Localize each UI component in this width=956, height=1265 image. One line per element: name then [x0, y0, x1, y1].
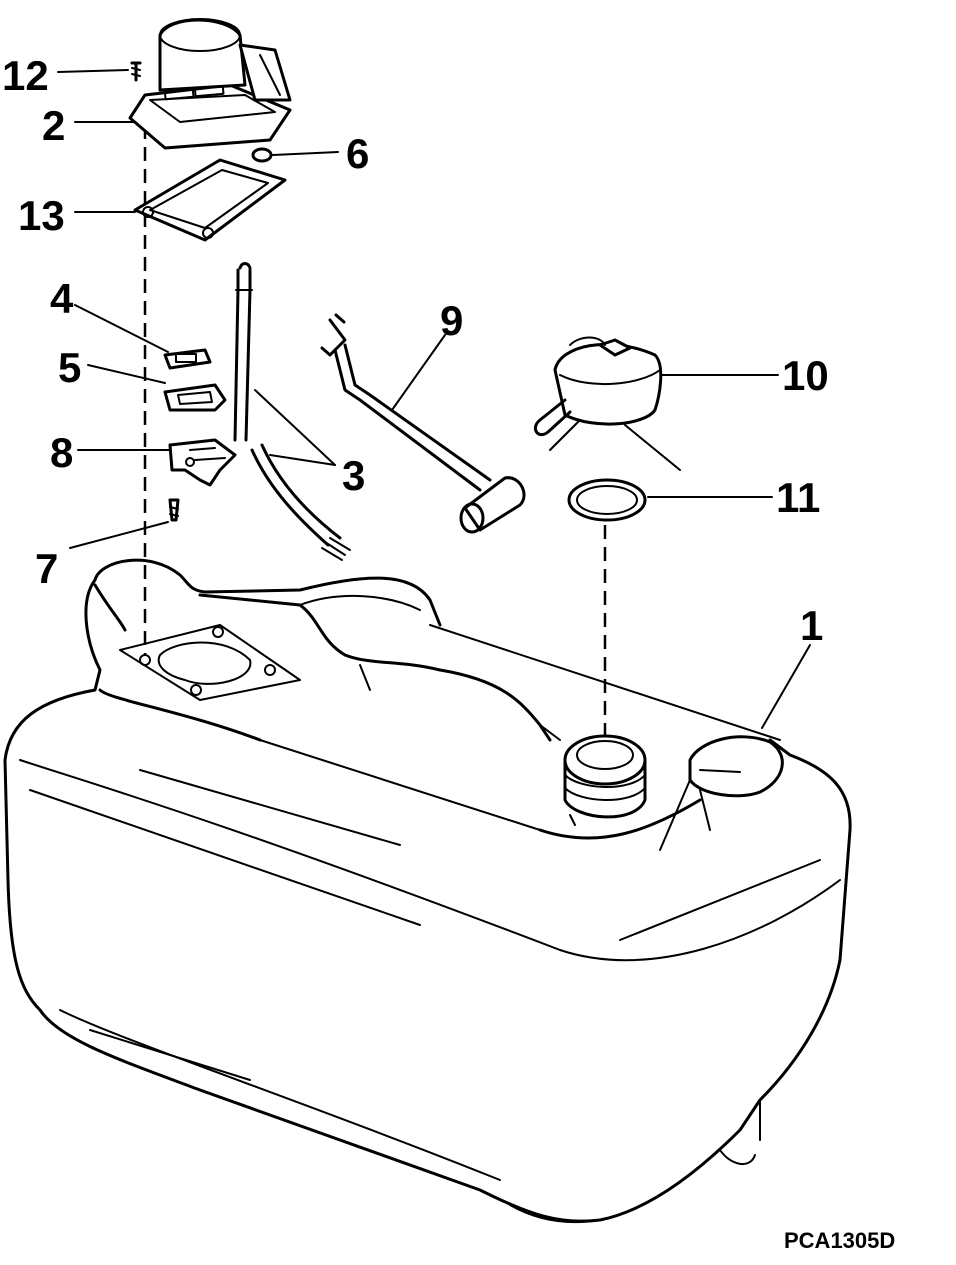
pickup-tube-3: [233, 262, 351, 561]
part-4-plate: [163, 348, 212, 370]
label-10: 10: [782, 352, 829, 399]
label-6: 6: [346, 130, 369, 177]
label-11: 11: [776, 474, 820, 521]
label-7: 7: [35, 545, 58, 592]
screw-7: [168, 498, 180, 522]
leader-lines: [57, 69, 811, 729]
screw-12: [130, 61, 142, 82]
part-5-seal: [163, 383, 227, 412]
figure-code: PCA1305D: [784, 1228, 895, 1253]
label-12: 12: [2, 52, 49, 99]
gasket-13: [133, 158, 287, 242]
fuel-tank: [3, 558, 852, 1224]
filler-cap-10: [534, 336, 681, 471]
cap-gasket-11: [567, 478, 647, 522]
label-8: 8: [50, 429, 73, 476]
part-8-clip: [168, 438, 237, 487]
label-9: 9: [440, 297, 463, 344]
label-1: 1: [800, 602, 823, 649]
fuel-gauge-float-9: [320, 313, 526, 534]
label-4: 4: [50, 275, 74, 322]
o-ring-6: [251, 147, 273, 163]
label-3: 3: [342, 452, 365, 499]
fuel-pickup-housing: [128, 18, 292, 150]
label-2: 2: [42, 102, 65, 149]
label-5: 5: [58, 344, 81, 391]
label-13: 13: [18, 192, 65, 239]
